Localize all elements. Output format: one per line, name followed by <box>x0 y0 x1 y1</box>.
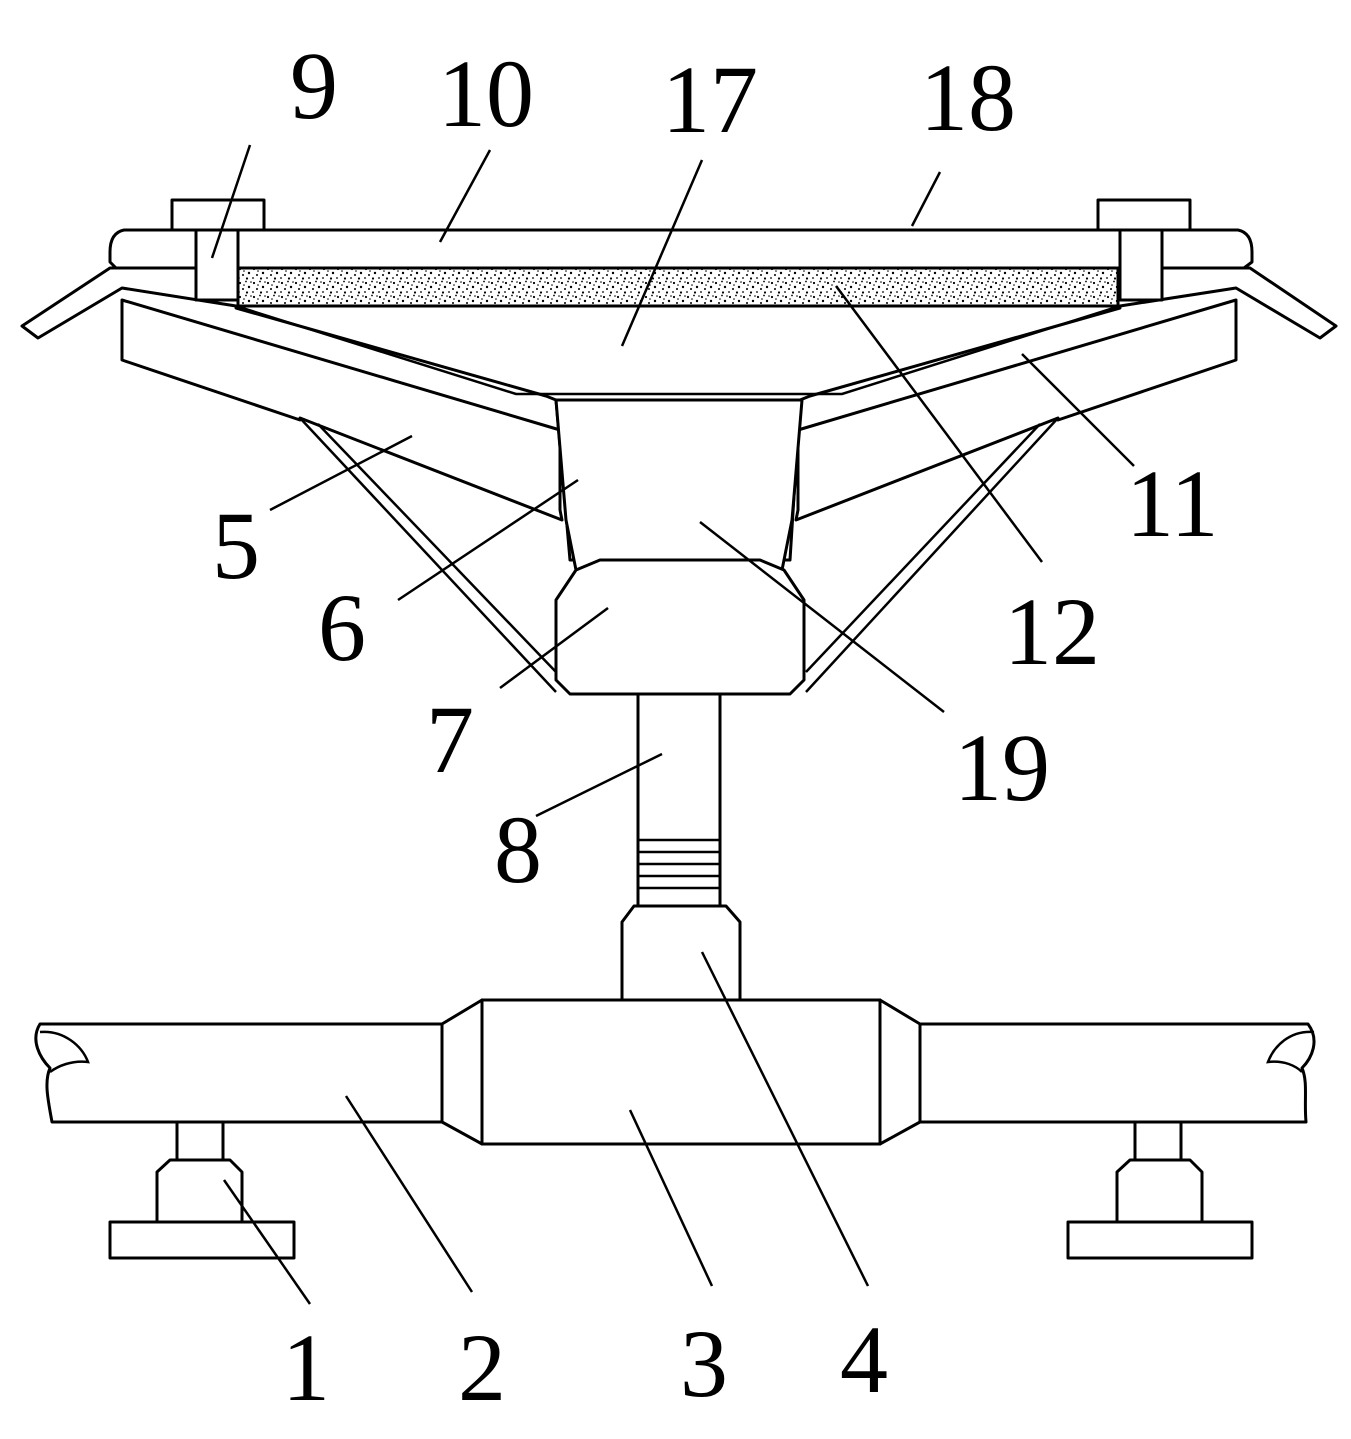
neck <box>554 398 804 572</box>
label-11: 11 <box>1126 450 1218 557</box>
label-17: 17 <box>662 46 758 153</box>
support-column <box>620 904 742 1002</box>
left-foot <box>108 1120 296 1260</box>
label-19: 19 <box>954 714 1050 821</box>
right-base-arm <box>918 1022 1316 1124</box>
label-5: 5 <box>212 492 260 599</box>
threaded-rod <box>636 692 722 908</box>
left-bolt <box>170 198 266 302</box>
label-6: 6 <box>318 574 366 681</box>
label-10: 10 <box>438 40 534 147</box>
label-3: 3 <box>680 1310 728 1417</box>
label-8: 8 <box>494 796 542 903</box>
left-base-arm <box>34 1022 444 1124</box>
label-9: 9 <box>290 32 338 139</box>
label-2: 2 <box>458 1314 506 1421</box>
label-18: 18 <box>920 44 1016 151</box>
label-1: 1 <box>282 1314 330 1421</box>
label-4: 4 <box>840 1306 888 1413</box>
leader-lines <box>210 144 1135 1305</box>
top-plate <box>108 228 1254 270</box>
label-12: 12 <box>1004 578 1100 685</box>
base-block <box>554 558 806 696</box>
base-hub <box>440 998 922 1146</box>
label-7: 7 <box>426 686 474 793</box>
right-foot <box>1066 1120 1254 1260</box>
right-bolt <box>1096 198 1192 302</box>
friction-pad <box>236 266 1120 308</box>
